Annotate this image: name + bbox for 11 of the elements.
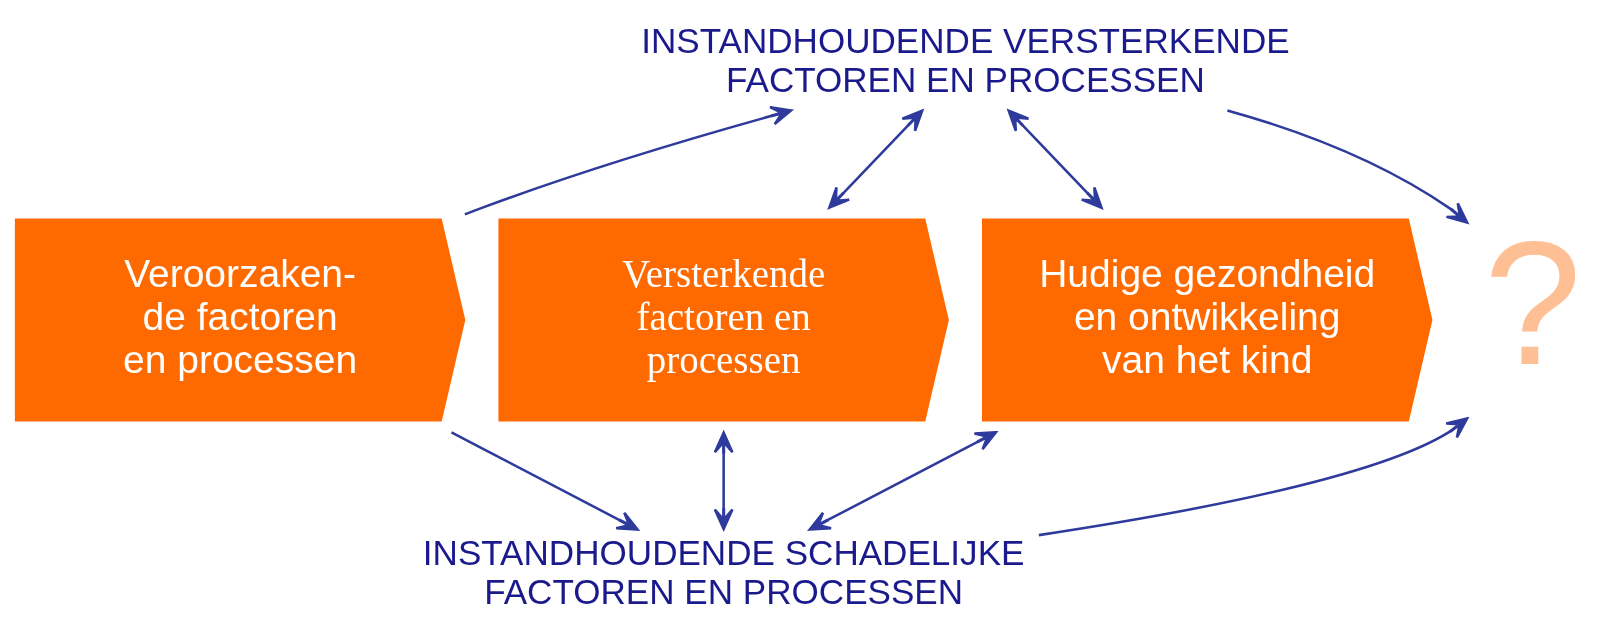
node-text: ? (1484, 204, 1582, 401)
arrow (713, 430, 734, 530)
arrow (464, 105, 793, 216)
arrow (1007, 108, 1103, 209)
arrow (808, 430, 998, 531)
arrow (828, 108, 924, 209)
arrow (450, 430, 639, 531)
node-text: INSTANDHOUDENDE VERSTERKENDE FACTOREN EN PROCESSEN (641, 20, 1290, 99)
arrow (1227, 108, 1469, 224)
arrow (1038, 416, 1469, 536)
node-text: INSTANDHOUDENDE SCHADELIJKE FACTOREN EN PROCESSEN (422, 532, 1025, 611)
